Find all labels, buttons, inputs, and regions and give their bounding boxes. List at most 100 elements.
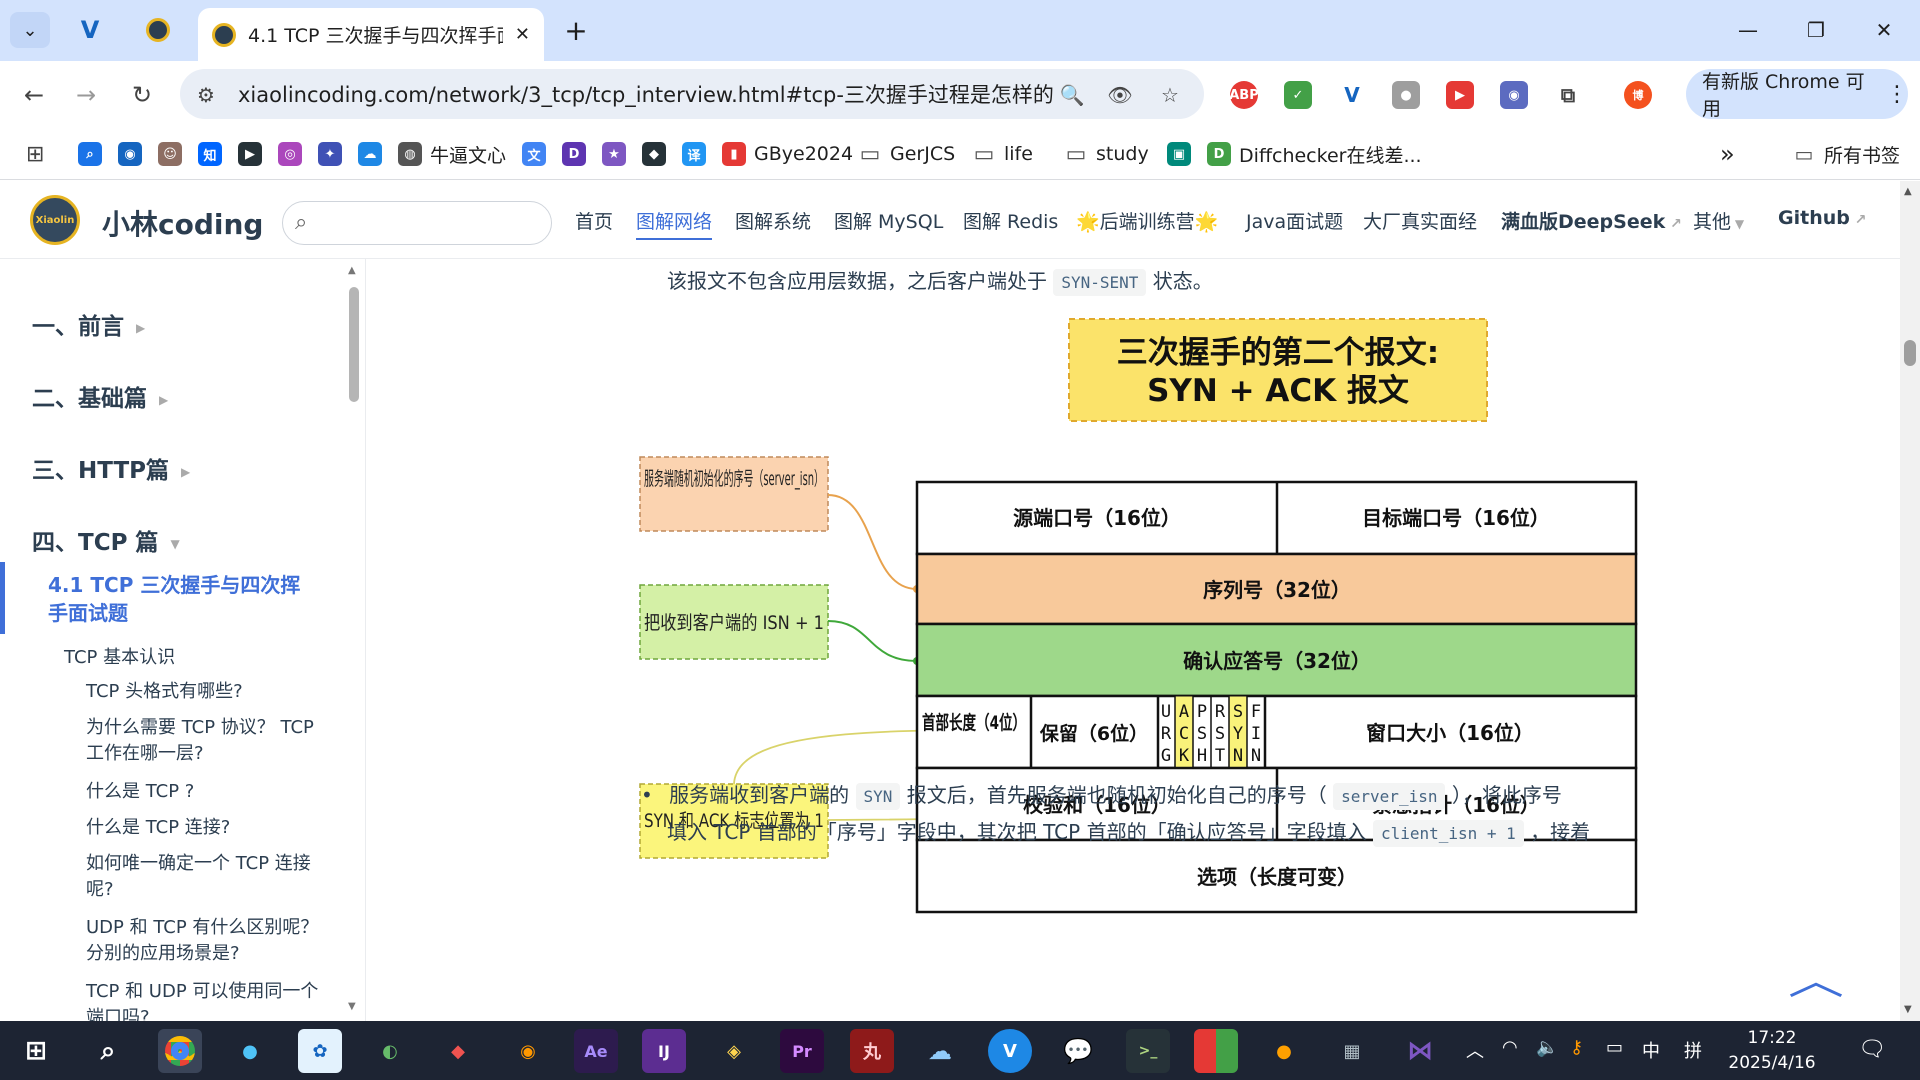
bookmark-item[interactable]: D [562,138,586,170]
tab-close-icon[interactable]: ✕ [514,24,530,45]
sidebar-section-basics[interactable]: 二、基础篇▶ [32,379,168,413]
scroll-down-icon[interactable]: ▼ [1904,1004,1912,1015]
bookmark-item[interactable]: ◍牛逼文心 [398,138,506,170]
extensions-icon[interactable]: ⧉ [1554,81,1582,109]
all-bookmarks-button[interactable]: ▭ 所有书签 [1792,138,1900,170]
site-info-icon[interactable]: ⚙ [197,83,215,107]
sidebar-subitem[interactable]: 什么是 TCP ? [86,781,195,802]
vee-icon[interactable]: V [988,1029,1032,1073]
back-icon[interactable]: ← [23,81,45,109]
nav-interviews[interactable]: 大厂真实面经 [1363,211,1478,233]
apps-icon[interactable]: ⊞ [26,141,45,167]
bookmark-item[interactable]: ◎ [278,138,302,170]
nav-home[interactable]: 首页 [575,211,614,233]
vee-icon[interactable]: V [1338,81,1366,109]
update-chrome-button[interactable]: 有新版 Chrome 可用 ⋮ [1686,69,1908,120]
bookmark-item[interactable]: ▣ [1167,138,1191,170]
tray-chevron-icon[interactable]: ︿ [1466,1041,1484,1062]
bookmark-item[interactable]: ★ [602,138,626,170]
bookmark-item[interactable]: ☺ [158,138,182,170]
adblock-icon[interactable]: ABP [1229,81,1259,109]
video-icon[interactable]: ▶ [1446,81,1474,109]
sidebar-subitem[interactable]: TCP 基本认识 [64,647,176,668]
intellij-icon[interactable]: IJ [642,1029,686,1073]
window-close-icon[interactable]: ✕ [1875,18,1893,42]
eye-off-icon[interactable]: 👁 [1107,83,1133,107]
back-to-top-icon[interactable]: ︿ [1788,958,1844,1004]
ime-mode[interactable]: 拼 [1684,1041,1702,1062]
nav-deepseek[interactable]: 满血版DeepSeek ↗ [1501,207,1682,234]
after-effects-icon[interactable]: Ae [574,1029,618,1073]
globe-icon[interactable]: ◐ [382,1040,398,1062]
visual-studio-icon[interactable]: ⋈ [1407,1036,1433,1066]
scroll-up-icon[interactable]: ▲ [1904,186,1912,197]
bookmark-item[interactable]: ▮GBye2024 [722,138,853,170]
site-search-input[interactable]: ⌕ [282,201,552,245]
bookmark-item[interactable]: 译 [682,138,706,170]
bookmark-item[interactable]: ▭GerJCS [858,138,956,170]
sidebar-subitem[interactable]: 什么是 TCP 连接? [86,817,231,838]
python-icon[interactable]: ◈ [727,1040,741,1062]
new-tab-button[interactable]: + [564,13,588,47]
bookmark-item[interactable]: 文 [522,138,546,170]
battery-icon[interactable]: ▭ [1606,1037,1624,1058]
nav-java[interactable]: Java面试题 [1246,211,1344,233]
sidebar-subitem[interactable]: UDP 和 TCP 有什么区别呢？分别的应用场景是? [86,917,319,964]
scroll-up-icon[interactable]: ▲ [348,265,356,276]
cloud-icon[interactable]: ☁ [928,1037,952,1065]
nav-backend-camp[interactable]: 🌟后端训练营🌟 [1076,211,1219,233]
sidebar-section-intro[interactable]: 一、前言▶ [32,307,145,341]
wifi-icon[interactable]: ◠ [1502,1037,1518,1058]
bookmark-item[interactable]: ◆ [642,138,666,170]
ime-indicator[interactable]: 中 [1642,1041,1660,1062]
tab-active[interactable]: 4.1 TCP 三次握手与四次挥手面 ✕ [198,8,544,61]
app-wan-icon[interactable]: 丸 [850,1029,894,1073]
eclipse-icon[interactable]: ◉ [520,1040,536,1062]
page-scrollbar[interactable] [1900,181,1920,1021]
firefox-icon[interactable]: ● [242,1040,258,1062]
site-title[interactable]: 小林coding [102,208,264,241]
sidebar-subitem[interactable]: TCP 和 UDP 可以使用同一个端口吗? [86,981,319,1021]
page-scroll-thumb[interactable] [1904,340,1916,366]
site-logo[interactable]: Xiaolin [30,195,80,245]
notification-icon[interactable]: 🗨 [1858,1037,1886,1062]
bookmark-item[interactable]: ✦ [318,138,342,170]
system-clock[interactable]: 17:22 2025/4/16 [1722,1026,1822,1076]
nav-redis[interactable]: 图解 Redis [963,211,1059,233]
sidebar-item-active[interactable]: 4.1 TCP 三次握手与四次挥手面试题 [48,573,301,625]
windows-start-icon[interactable]: ⊞ [25,1036,47,1066]
minimize-icon[interactable]: — [1738,18,1758,42]
shield-icon[interactable]: ✓ [1284,81,1312,109]
sidebar-section-tcp[interactable]: 四、TCP 篇▼ [32,523,180,557]
menu-icon[interactable]: ⋮ [1886,81,1908,107]
bookmark-item[interactable]: ☁ [358,138,382,170]
orange-icon[interactable]: ● [1276,1040,1292,1062]
tab-search-icon[interactable]: ⌄ [10,12,50,48]
restore-icon[interactable]: ❐ [1807,18,1825,42]
tool-icon[interactable]: ◆ [451,1040,465,1062]
sidebar-subitem[interactable]: TCP 头格式有哪些? [86,681,243,702]
nav-other[interactable]: 其他 ▼ [1693,207,1744,234]
nav-github[interactable]: Github ↗ [1778,207,1866,229]
forward-icon[interactable]: → [75,81,97,109]
terminal-icon[interactable]: >_ [1126,1029,1170,1073]
nav-network[interactable]: 图解网络 [636,207,713,240]
volume-icon[interactable]: 🔈 [1536,1037,1559,1058]
bookmark-item[interactable]: 知 [198,138,222,170]
reload-icon[interactable]: ↻ [131,81,153,109]
nodes-icon[interactable]: ✿ [298,1029,342,1073]
bookmark-item[interactable]: ⌕ [78,138,102,170]
scroll-down-icon[interactable]: ▼ [348,1001,356,1012]
bookmark-item[interactable]: ▭life [972,138,1033,170]
premiere-icon[interactable]: Pr [780,1029,824,1073]
pinned-tab-2[interactable] [128,10,188,50]
incognito-icon[interactable]: ● [1392,81,1420,109]
wechat-icon[interactable]: 💬 [1063,1037,1093,1065]
bookmarks-more-button[interactable]: » [1720,140,1735,168]
sidebar-section-http[interactable]: 三、HTTP篇▶ [32,451,190,485]
key-icon[interactable]: ⚷ [1570,1037,1584,1058]
chrome-icon[interactable] [158,1029,202,1073]
network-tool-icon[interactable]: ▦ [1343,1040,1361,1062]
nav-system[interactable]: 图解系统 [735,211,812,233]
